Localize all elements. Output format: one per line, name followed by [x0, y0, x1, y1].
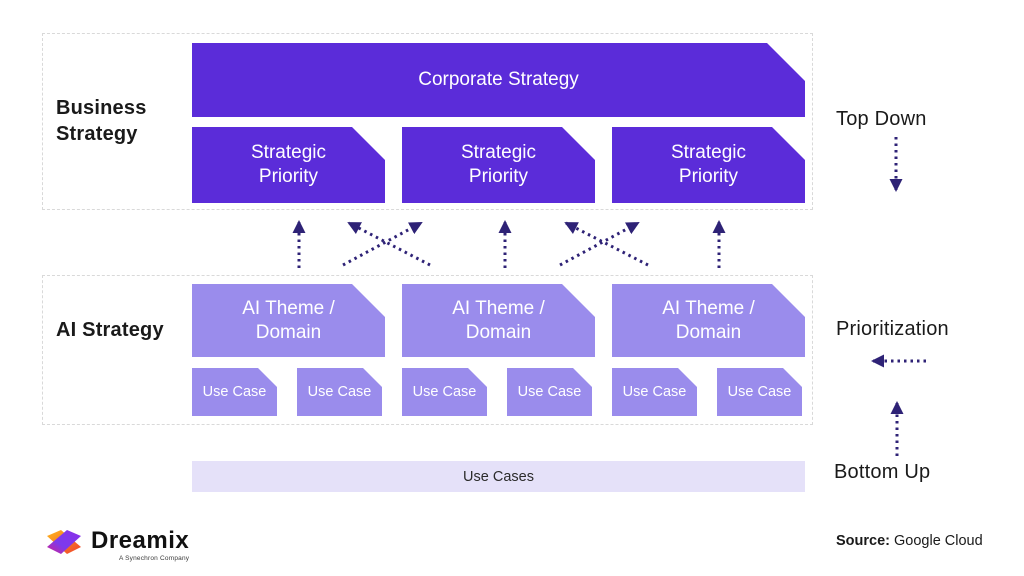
- use-case-label: Use Case: [307, 384, 372, 400]
- cross-arrow-2-up-left: [564, 221, 649, 267]
- top-down-label: Top Down: [836, 108, 927, 130]
- cross-arrow-1-up-right: [342, 221, 423, 267]
- ai-theme-label: AI Theme / Domain: [662, 297, 755, 343]
- use-case-label: Use Case: [622, 384, 687, 400]
- dreamix-logo-text: Dreamix: [91, 527, 190, 554]
- corporate-strategy-label: Corporate Strategy: [418, 69, 579, 90]
- strategic-priority-box-3: Strategic Priority: [612, 127, 805, 203]
- business-strategy-section-box: [42, 33, 813, 210]
- use-case-label: Use Case: [412, 384, 477, 400]
- use-case-box-3: Use Case: [402, 368, 487, 416]
- strategic-priority-box-1: Strategic Priority: [192, 127, 385, 203]
- strategic-priority-box-2: Strategic Priority: [402, 127, 595, 203]
- strategic-priority-label: Strategic Priority: [671, 142, 746, 187]
- use-cases-bar-label: Use Cases: [463, 468, 534, 485]
- ai-theme-box-2: AI Theme / Domain: [402, 284, 595, 357]
- source-value: Google Cloud: [894, 533, 983, 549]
- ai-strategy-section-box: [42, 275, 813, 425]
- use-case-label: Use Case: [727, 384, 792, 400]
- dreamix-logo-icon: [47, 530, 81, 554]
- source-note: Source:Google Cloud: [836, 533, 983, 549]
- source-label: Source:: [836, 533, 890, 549]
- cross-arrow-2-up-right: [559, 221, 640, 267]
- bottom-up-label: Bottom Up: [834, 461, 931, 483]
- use-case-box-1: Use Case: [192, 368, 277, 416]
- dreamix-logo-tagline: A Synechron Company: [118, 555, 190, 562]
- prioritization-label: Prioritization: [836, 318, 949, 340]
- use-case-box-6: Use Case: [717, 368, 802, 416]
- business-strategy-label: Business Strategy: [56, 97, 147, 145]
- strategic-priority-label: Strategic Priority: [461, 142, 536, 187]
- use-case-box-5: Use Case: [612, 368, 697, 416]
- use-case-label: Use Case: [202, 384, 267, 400]
- strategic-priority-label: Strategic Priority: [251, 142, 326, 187]
- ai-theme-box-3: AI Theme / Domain: [612, 284, 805, 357]
- use-case-box-2: Use Case: [297, 368, 382, 416]
- cross-arrow-1-up-left: [347, 221, 431, 267]
- ai-strategy-label: AI Strategy: [56, 319, 164, 341]
- use-case-label: Use Case: [517, 384, 582, 400]
- corporate-strategy-banner: Corporate Strategy: [192, 43, 805, 117]
- ai-theme-box-1: AI Theme / Domain: [192, 284, 385, 357]
- ai-theme-label: AI Theme / Domain: [452, 297, 545, 343]
- ai-theme-label: AI Theme / Domain: [242, 297, 335, 343]
- use-cases-bar: Use Cases: [192, 461, 805, 492]
- use-case-box-4: Use Case: [507, 368, 592, 416]
- dreamix-logo: Dreamix A Synechron Company: [45, 529, 189, 562]
